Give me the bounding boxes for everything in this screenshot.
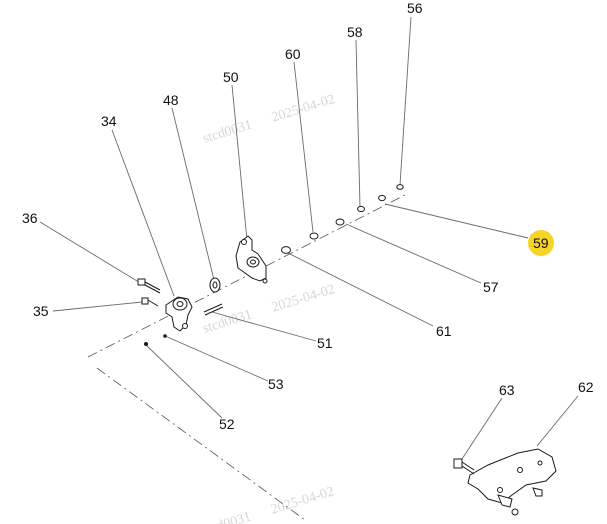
leader-48 [171,107,215,281]
rings [209,184,404,293]
bolt-part-63 [453,458,475,475]
drop-axis-line [96,367,306,521]
ball-part-53 [163,334,167,338]
leader-63 [461,397,503,460]
leader-56 [399,16,412,186]
leader-50 [231,84,248,241]
center-lines [87,194,406,521]
leader-51 [211,311,317,342]
ring-56 [396,184,404,190]
ring-57 [335,218,345,226]
callout-35[interactable]: 35 [33,303,49,319]
leader-36 [39,221,143,285]
callout-60[interactable]: 60 [285,46,301,62]
callout-57[interactable]: 57 [483,279,499,295]
ring-60 [309,232,319,240]
watermark-user: stcd0031 [201,308,254,337]
leader-53 [164,335,269,382]
watermarks: stcd0031 2025-04-02 [201,92,337,146]
leader-58 [355,39,361,208]
callout-34[interactable]: 34 [101,113,117,129]
callout-56[interactable]: 56 [407,0,423,16]
main-axis-line [87,194,406,358]
arm-part-34 [165,296,193,332]
ring-58 [357,205,365,213]
leader-34 [111,129,175,297]
leader-59 [384,203,529,239]
watermark-date: 2025-04-02 [270,92,337,125]
callout-59[interactable]: 59 [533,235,549,251]
screw-part-35 [141,297,159,307]
callout-48[interactable]: 48 [163,92,179,108]
callout-61[interactable]: 61 [436,323,452,339]
pin-part-51 [203,303,224,316]
watermark-user: stcd0031 [200,510,253,524]
ring-59 [378,194,386,202]
callout-53[interactable]: 53 [268,376,284,392]
highlight-badge [528,230,554,256]
leader-60 [293,61,314,233]
plate-part-62 [467,448,557,516]
callout-36[interactable]: 36 [22,210,38,226]
callout-63[interactable]: 63 [499,382,515,398]
ring-61 [281,246,291,254]
watermark-user: stcd0031 [201,118,254,147]
leader-62 [536,395,579,447]
callout-62[interactable]: 62 [578,379,594,395]
bolt-part-36 [137,278,161,294]
ball-part-52 [144,342,148,346]
callout-51[interactable]: 51 [317,335,333,351]
callout-52[interactable]: 52 [219,416,235,432]
callout-50[interactable]: 50 [223,69,239,85]
watermark-date: 2025-04-02 [270,282,337,315]
bracket-part-50 [235,235,268,284]
leader-lines [39,16,579,460]
leader-61 [287,252,434,327]
leader-52 [145,344,223,419]
callout-58[interactable]: 58 [347,24,363,40]
leader-35 [52,301,143,312]
leader-57 [345,223,482,284]
callout-labels: 56 58 60 50 48 34 36 35 59 57 61 51 53 5… [22,0,594,432]
